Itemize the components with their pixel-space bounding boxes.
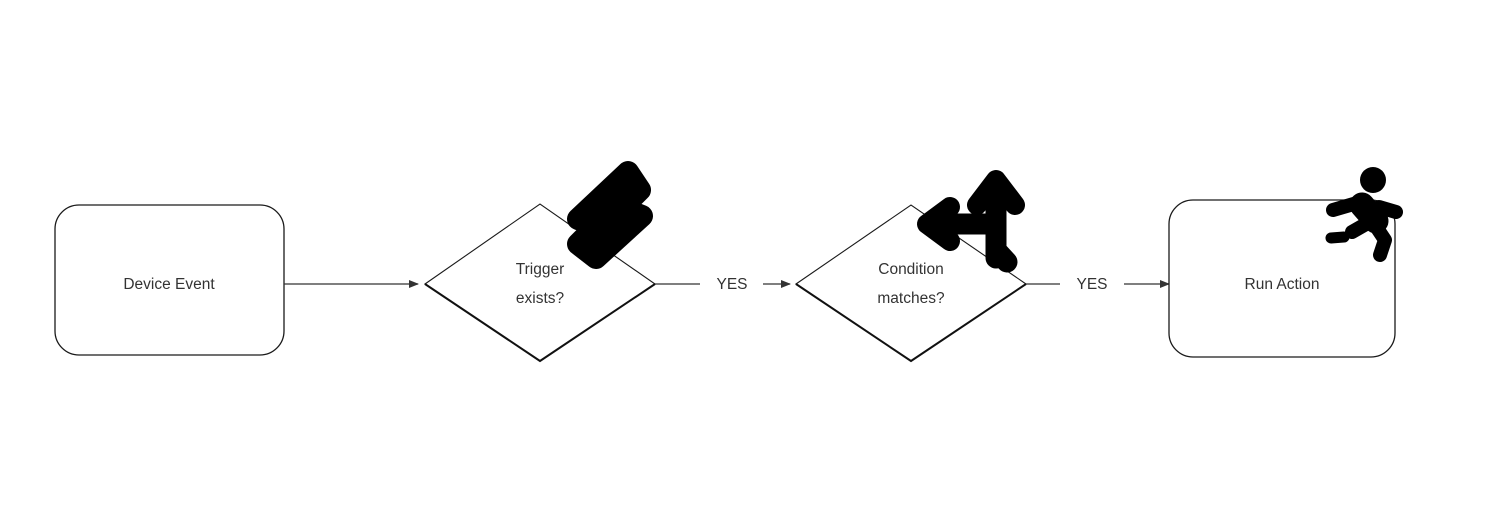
condition-matches-diamond-lower-edges xyxy=(795,283,1027,363)
condition-matches-label-line2: matches? xyxy=(877,290,945,307)
trigger-exists-label-line2: exists? xyxy=(516,290,565,307)
device-event-label: Device Event xyxy=(123,276,215,293)
run-action-label: Run Action xyxy=(1245,276,1320,293)
node-run-action[interactable]: Run Action xyxy=(1168,167,1403,358)
running-person-icon xyxy=(1325,167,1403,262)
node-device-event[interactable]: Device Event xyxy=(54,204,285,356)
node-condition-matches[interactable]: Condition matches? xyxy=(795,170,1027,363)
node-trigger-exists[interactable]: Trigger exists? xyxy=(424,161,656,363)
trigger-exists-diamond-lower-edges xyxy=(424,283,656,363)
lightning-bolt-icon xyxy=(567,161,653,269)
condition-matches-label-line1: Condition xyxy=(878,261,944,278)
edge-2-label: YES xyxy=(716,276,747,293)
device-event-box[interactable] xyxy=(54,204,285,356)
trigger-exists-label-line1: Trigger xyxy=(516,261,565,278)
edge-trigger-to-condition: YES xyxy=(655,276,791,293)
edge-3-label: YES xyxy=(1076,276,1107,293)
edge-condition-to-action: YES xyxy=(1026,276,1170,293)
branch-arrow-icon xyxy=(917,170,1025,273)
